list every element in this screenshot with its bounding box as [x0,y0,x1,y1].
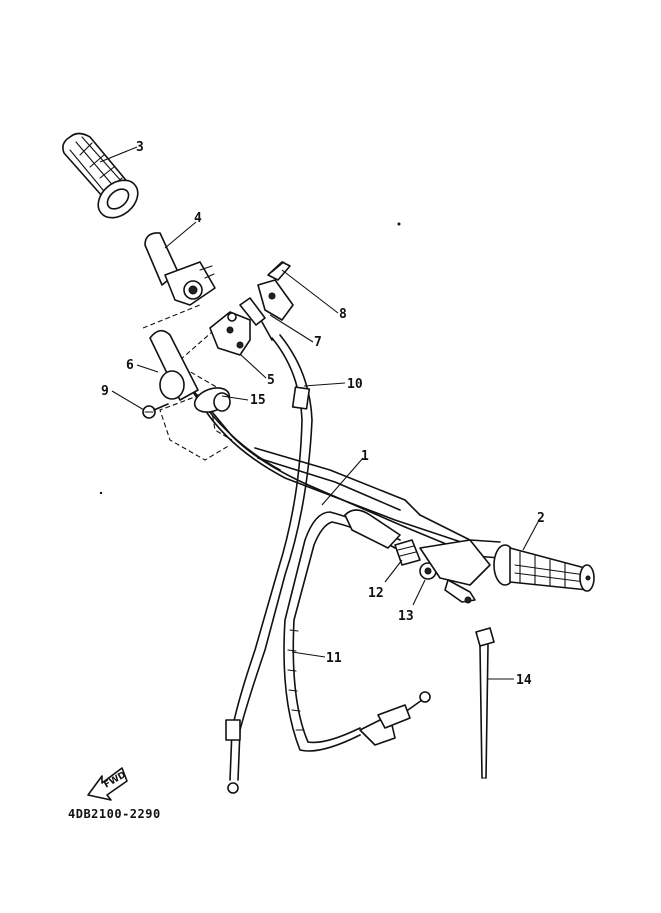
stray-dot [99,491,103,495]
right-grip [493,544,595,592]
throttle-cable [225,334,313,794]
adjuster [239,297,273,341]
callout-7: 7 [314,335,322,350]
right-handle-tube [149,329,199,401]
stray-dot [397,222,401,226]
callout-15: 15 [250,393,266,408]
cable-cover [257,279,294,321]
collar [193,387,231,413]
callout-13: 13 [398,609,414,624]
cover-screw [267,261,291,281]
callout-5: 5 [267,373,275,388]
clutch-perch [419,539,491,604]
callout-12: 12 [368,586,384,601]
screw [142,403,169,419]
callouts: 3 4 8 7 5 6 15 9 10 1 2 12 13 14 11 [101,140,545,688]
callout-9: 9 [101,384,109,399]
throttle-housing [209,311,251,356]
callout-6: 6 [126,358,134,373]
callout-4: 4 [194,211,202,226]
cable-tie [475,627,495,779]
bar-pad [344,509,401,549]
callout-1: 1 [361,449,369,464]
callout-2: 2 [537,511,545,526]
callout-10: 10 [347,377,363,392]
clutch-adjuster [394,539,421,566]
fwd-arrow: FWD [87,767,128,801]
throttle-tube [144,232,216,306]
callout-11: 11 [326,651,342,666]
callout-14: 14 [516,673,532,688]
part-code: 4DB2100-2290 [68,807,161,821]
callout-8: 8 [339,307,347,322]
left-grip [62,132,139,219]
callout-3: 3 [136,140,144,155]
leader-lines [99,146,539,680]
